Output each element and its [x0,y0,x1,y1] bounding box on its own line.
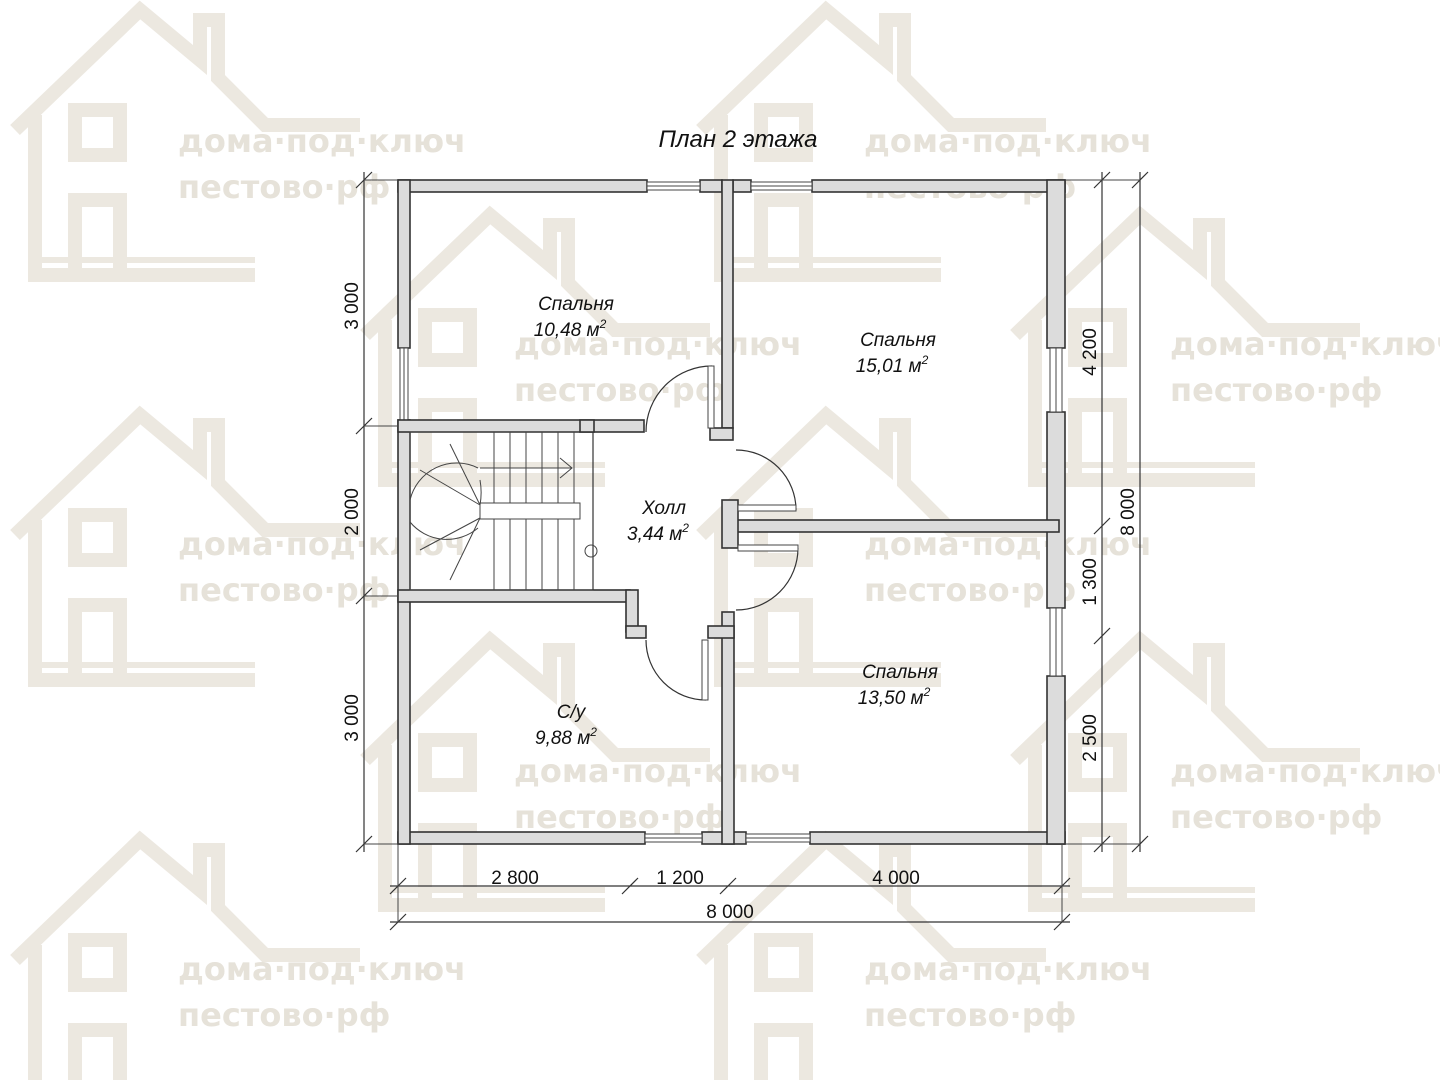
dim-bottom-1: 2 800 [491,868,539,889]
watermark-text: пестово·рф [864,571,1076,609]
watermark-text: пестово·рф [864,996,1076,1034]
watermark-text: дома·под·ключ [1170,325,1440,363]
watermark-text: пестово·рф [178,168,390,206]
watermark-text: пестово·рф [178,571,390,609]
dim-right-top: 4 200 [1080,328,1101,376]
plan-title: План 2 этажа [659,126,818,153]
dim-left-bottom: 3 000 [342,694,363,742]
watermark-text: пестово·рф [1170,798,1382,836]
outer-walls [397,179,1066,845]
dim-left-middle: 2 000 [342,488,363,536]
watermark-text: пестово·рф [514,798,726,836]
room-labels: Спальня 10,48 м2 Спальня 15,01 м2 Холл 3… [534,294,938,749]
watermark-text: дома·под·ключ [1170,752,1440,790]
dim-bottom-3: 4 000 [872,868,920,889]
dim-left-top: 3 000 [342,282,363,330]
room-name: Спальня [860,330,936,351]
room-name: Холл [641,498,686,519]
watermark-text: пестово·рф [514,371,726,409]
watermark-text: дома·под·ключ [864,122,1152,160]
room-area: 13,50 м2 [858,685,931,709]
watermark-text: дома·под·ключ [178,950,466,988]
watermark-text: дома·под·ключ [178,122,466,160]
room-name: Спальня [538,294,614,315]
dim-right-bottom: 2 500 [1080,714,1101,762]
watermark-text: дома·под·ключ [178,525,466,563]
watermark-layer: дома·под·ключ пестово·рф дома·под·ключ пест… [15,10,1440,1080]
room-area: 10,48 м2 [534,317,607,341]
dimension-labels: 3 000 2 000 3 000 4 200 1 300 2 500 8 00… [342,282,1139,923]
watermark-text: пестово·рф [1170,371,1382,409]
room-area: 9,88 м2 [535,725,597,749]
staircase [409,419,598,591]
watermark-text: дома·под·ключ [514,752,802,790]
doors [645,365,799,701]
windows [399,181,1063,843]
room-area: 3,44 м2 [627,521,689,545]
dim-right-middle: 1 300 [1080,558,1101,606]
dim-right-total: 8 000 [1118,488,1139,536]
room-area: 15,01 м2 [856,353,929,377]
watermark-text: дома·под·ключ [864,950,1152,988]
watermark-text: пестово·рф [178,996,390,1034]
dim-bottom-total: 8 000 [706,902,754,923]
dimension-lines [355,171,1149,931]
watermark-text: дома·под·ключ [514,325,802,363]
room-name: С/у [557,702,587,723]
room-name: Спальня [862,662,938,683]
dim-bottom-2: 1 200 [656,868,704,889]
inner-walls [397,179,1060,845]
